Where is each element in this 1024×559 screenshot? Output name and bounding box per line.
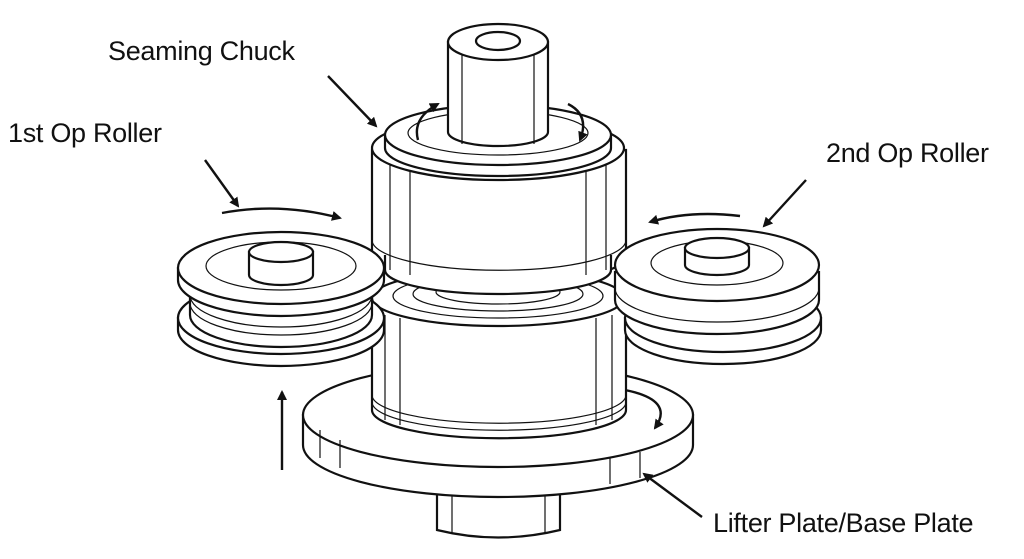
lower-cylinder: [370, 268, 628, 440]
second-op-roller-arrow: [762, 179, 807, 228]
seaming-chuck: [370, 102, 628, 296]
seaming-chuck-arrow: [327, 75, 378, 128]
label-second-op-roller: 2nd Op Roller: [826, 138, 989, 168]
lifter-plate-arrow: [642, 472, 703, 518]
label-first-op-roller: 1st Op Roller: [8, 118, 162, 148]
second-op-roller: [613, 212, 823, 366]
label-lifter-plate: Lifter Plate/Base Plate: [713, 508, 974, 538]
first-op-roller-arrow: [204, 159, 240, 208]
label-seaming-chuck: Seaming Chuck: [108, 36, 295, 66]
top-shaft: [446, 22, 550, 148]
first-op-roller: [176, 207, 386, 368]
